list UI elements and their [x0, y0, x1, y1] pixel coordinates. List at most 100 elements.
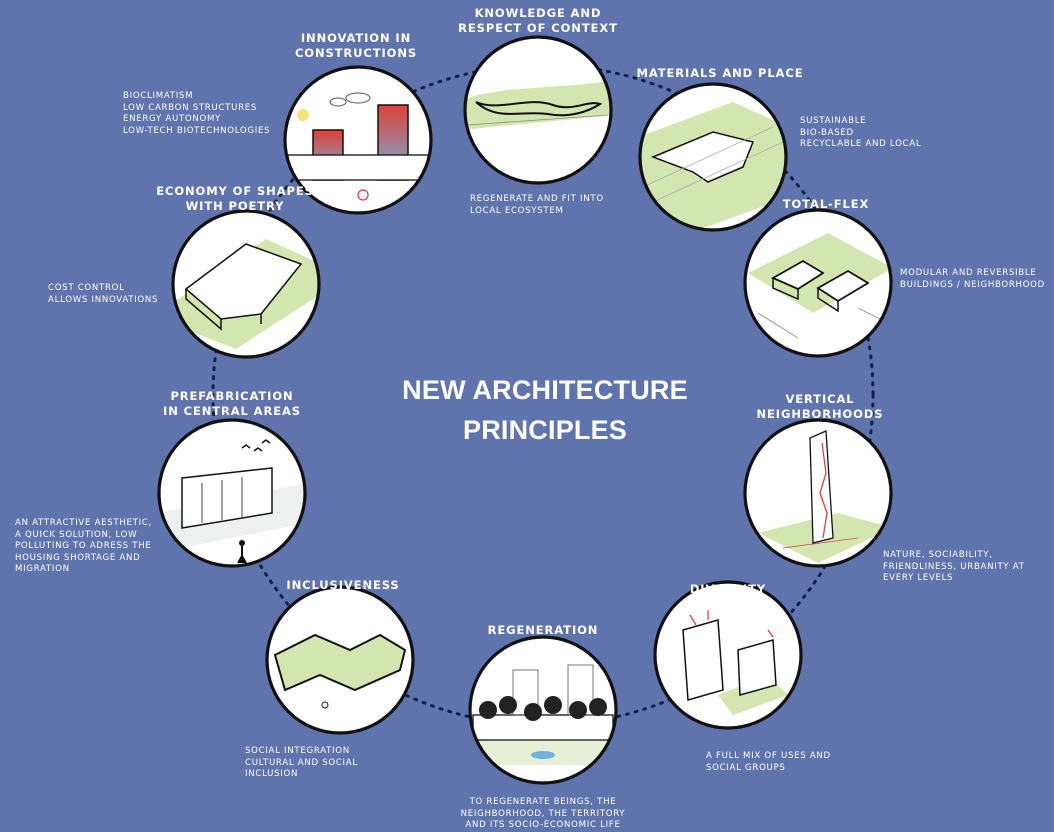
description-line: INCLUSION	[245, 769, 299, 779]
node-border	[743, 418, 893, 568]
description-line: MIGRATION	[15, 564, 70, 574]
principle-node	[171, 209, 321, 359]
principle-node	[743, 208, 893, 358]
description-line: AND ITS SOCIO-ECONOMIC LIFE	[465, 820, 621, 830]
heading-line: INCLUSIVENESS	[286, 578, 400, 592]
description-line: SUSTAINABLE	[800, 116, 867, 126]
heading-line: REGENERATION	[487, 623, 599, 637]
trees-regeneration-icon	[470, 664, 616, 765]
description-line: RECYCLABLE AND LOCAL	[800, 139, 922, 149]
node-border	[157, 418, 307, 568]
prefab-building-icon	[159, 439, 305, 564]
bioclimatic-towers-icon	[287, 92, 429, 201]
principle-node	[638, 82, 788, 232]
heading-line: ECONOMY OF SHAPES	[156, 184, 314, 198]
heading-line: RESPECT OF CONTEXT	[458, 21, 618, 35]
mixed-buildings-icon	[682, 610, 788, 715]
description-line: AN ATTRACTIVE AESTHETIC,	[15, 518, 152, 528]
description-line: ALLOWS INNOVATIONS	[48, 294, 159, 305]
heading-line: DIVERSITY	[689, 582, 767, 596]
heading-line: TOTAL-FLEX	[782, 197, 870, 211]
heading-line: NEIGHBORHOODS	[756, 407, 884, 421]
heading-line: KNOWLEDGE AND	[474, 6, 602, 20]
principle-node	[265, 585, 415, 735]
principle-heading: TOTAL-FLEX	[706, 197, 946, 212]
principle-node	[283, 65, 433, 215]
node-border	[468, 635, 618, 785]
heading-line: IN CENTRAL AREAS	[163, 404, 301, 418]
building-on-landscape-icon	[640, 102, 786, 230]
node-border	[171, 209, 321, 359]
principle-node	[653, 580, 803, 730]
principle-heading: REGENERATION	[423, 623, 663, 638]
principle-node	[157, 418, 307, 568]
description-line: BUILDINGS / NEIGHBORHOOD	[900, 279, 1045, 290]
description-line: BIO-BASED	[800, 127, 854, 138]
description-line: A FULL MIX OF USES AND	[706, 751, 831, 761]
description-line: HOUSING SHORTAGE AND	[15, 552, 141, 563]
description-line: CULTURAL AND SOCIAL	[245, 757, 358, 768]
node-border	[638, 82, 788, 232]
inclusive-building-icon	[270, 630, 410, 709]
description-line: ENERGY AUTONOMY	[123, 114, 222, 124]
description-line: NEIGHBORHOOD, THE TERRITORY	[460, 808, 626, 819]
heading-line: CONSTRUCTIONS	[294, 46, 418, 60]
description-line: POLLUTING TO ADRESS THE	[15, 541, 152, 551]
title-line-2: PRINCIPLES	[462, 415, 628, 445]
tower-icon	[758, 430, 891, 563]
description-line: FRIENDLINESS, URBANITY AT	[883, 561, 1025, 572]
principle-node	[468, 635, 618, 785]
description-line: MODULAR AND REVERSIBLE	[900, 268, 1037, 278]
heading-line: WITH POETRY	[185, 199, 285, 213]
description-line: LOW-TECH BIOTECHNOLOGIES	[123, 125, 271, 136]
ring-dotted-path	[211, 63, 875, 727]
heading-line: MATERIALS AND PLACE	[636, 66, 804, 80]
principle-heading: DIVERSITY	[608, 582, 848, 597]
heading-line: VERTICAL	[785, 392, 855, 406]
description-line: COST CONTROL	[48, 283, 125, 293]
description-line: SOCIAL GROUPS	[706, 762, 786, 773]
modular-building-icon	[748, 233, 891, 339]
principle-node	[743, 418, 893, 568]
landscape-river-icon	[465, 80, 611, 130]
description-line: NATURE, SOCIABILITY,	[883, 550, 993, 560]
description-line: REGENERATE AND FIT INTO	[470, 194, 604, 204]
description-line: LOW CARBON STRUCTURES	[123, 102, 258, 113]
principle-description: AN ATTRACTIVE AESTHETIC,A QUICK SOLUTION…	[15, 518, 152, 576]
heading-line: PREFABRICATION	[170, 389, 294, 403]
principle-heading: MATERIALS AND PLACE	[600, 66, 840, 81]
heading-line: INNOVATION IN	[300, 31, 412, 45]
node-border	[463, 35, 613, 185]
node-border	[743, 208, 893, 358]
description-line: LOCAL ECOSYSTEM	[470, 205, 564, 216]
title-line-1: NEW ARCHITECTURE	[402, 375, 688, 405]
description-line: TO REGENERATE BEINGS, THE	[469, 797, 617, 807]
description-line: SOCIAL INTEGRATION	[245, 746, 350, 756]
principle-description: NATURE, SOCIABILITY,FRIENDLINESS, URBANI…	[883, 550, 1025, 585]
node-border	[653, 580, 803, 730]
node-border	[283, 65, 433, 215]
description-line: BIOCLIMATISM	[123, 91, 194, 101]
principle-node	[463, 35, 613, 185]
node-border	[265, 585, 415, 735]
description-line: A QUICK SOLUTION, LOW	[15, 529, 138, 540]
diagram-title: NEW ARCHITECTURE PRINCIPLES	[380, 370, 710, 450]
roof-shape-icon	[173, 239, 319, 349]
description-line: EVERY LEVELS	[883, 573, 954, 583]
principle-heading: INCLUSIVENESS	[223, 578, 463, 593]
